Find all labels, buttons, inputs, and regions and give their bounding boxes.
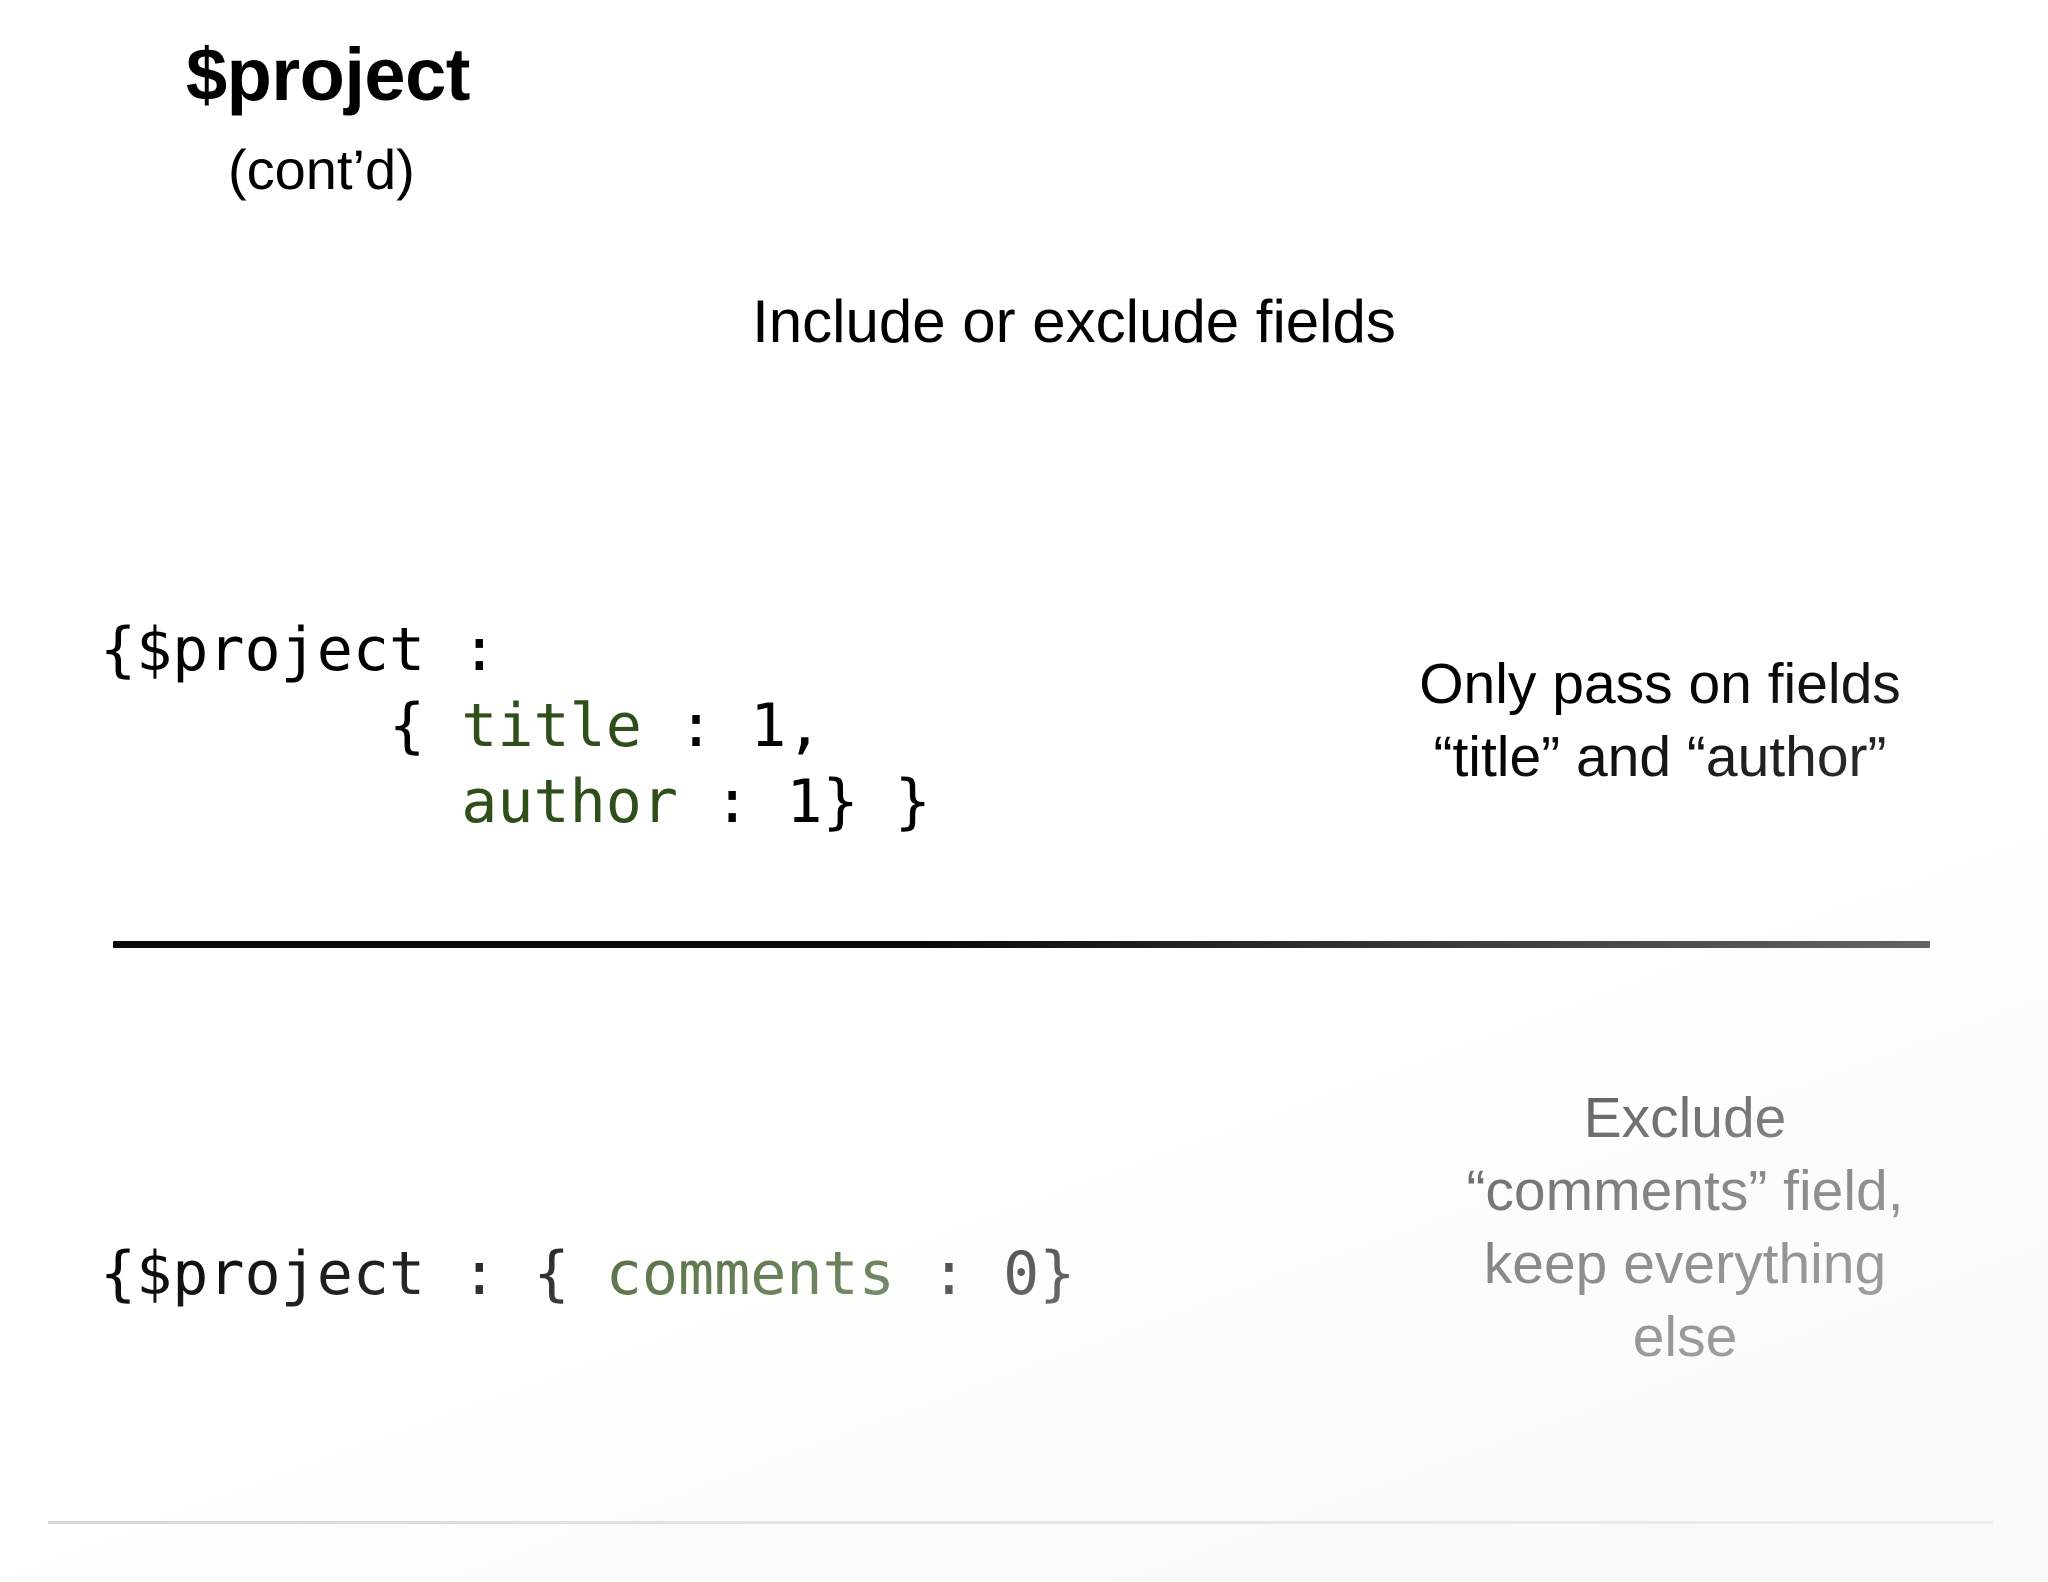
annotation-exclude: Exclude “comments” field, keep everythin… [1466,1086,1904,1369]
code-field-name: comments [605,1239,895,1309]
code-text: { [100,691,462,762]
code-text: : 1} } [677,767,931,838]
code-text: {$project : [100,615,498,685]
code-text: : 1, [641,691,823,762]
annotation-include: Only pass on fields “title” and “author” [1419,652,1901,789]
code-field-name: author [461,767,678,838]
code-block-include: {$project : { title : 1, author : 1} } [100,612,931,841]
code-line: { title : 1, [100,691,823,762]
code-text [100,767,461,837]
section-divider [113,941,1930,948]
code-line: {$project : [100,615,497,685]
footer-rule [48,1521,1993,1524]
code-line: author : 1} } [100,767,931,837]
code-block-exclude: {$project : { comments : 0} [100,1236,1075,1312]
page-title: $project [186,33,470,116]
section-heading: Include or exclude fields [752,288,1396,355]
code-text: {$project : { [100,1239,606,1309]
page-subtitle: (cont’d) [228,138,415,201]
code-line: {$project : { comments : 0} [100,1239,1075,1309]
code-text: : 0} [894,1239,1076,1309]
code-field-name: title [461,691,642,762]
